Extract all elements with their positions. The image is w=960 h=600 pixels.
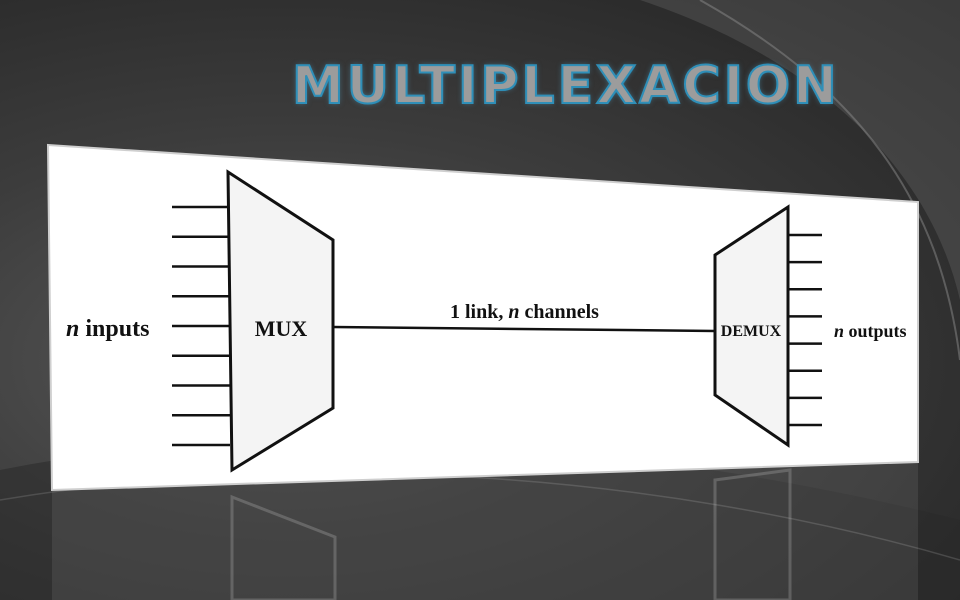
link-label-var: n [508,301,519,323]
output-label: n outputs [834,321,907,341]
link-label: 1 link, n channels [450,301,599,323]
link-line [332,325,716,333]
link-label-suffix: channels [519,301,599,323]
mux-label: MUX [255,316,308,341]
output-label-var: n [834,321,844,341]
panel-reflection [52,462,918,600]
output-lines [788,233,822,427]
diagram-reflection [230,468,792,600]
input-lines [172,205,230,447]
input-label: n inputs [66,316,149,342]
mux-block [226,169,335,473]
demux-label: DEMUX [721,323,782,340]
slide-title: MULTIPLEXACION [291,56,840,116]
input-label-text: inputs [79,316,149,342]
link-label-prefix: 1 link, [450,301,508,323]
demux-block [713,204,790,448]
output-label-text: outputs [844,321,907,341]
input-label-var: n [66,316,79,342]
